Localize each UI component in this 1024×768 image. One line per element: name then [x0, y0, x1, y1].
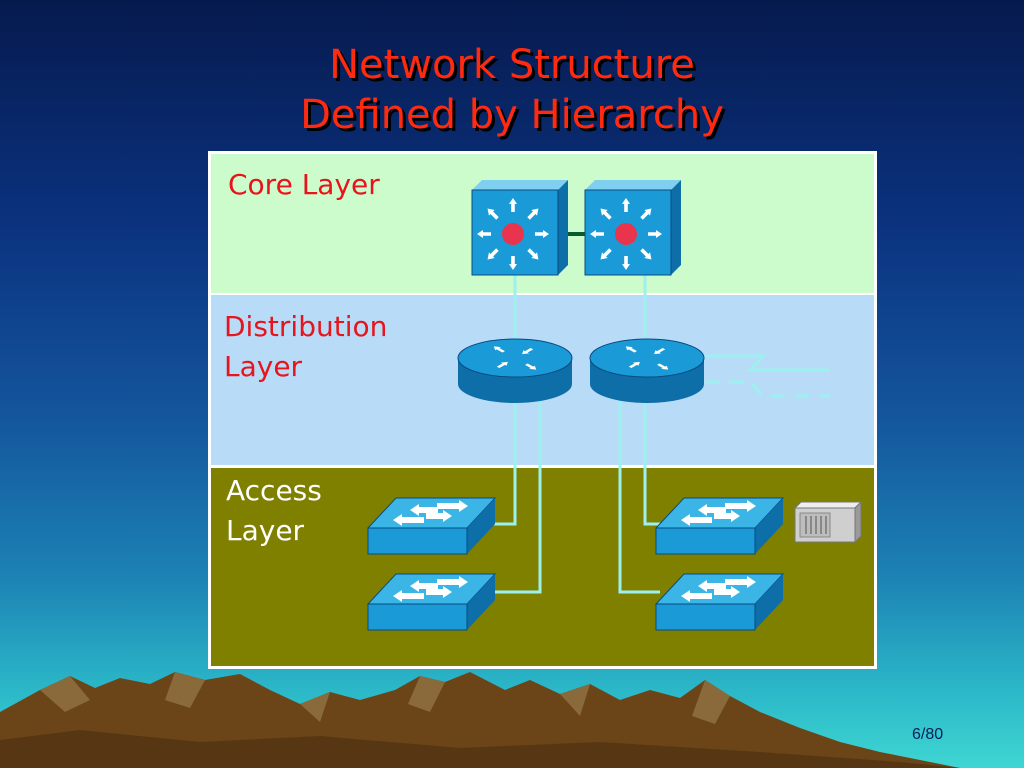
slide-title-line-1: Network Structure — [329, 42, 695, 88]
access-layer-label: Access Layer — [226, 471, 322, 551]
access-switch-3-icon — [654, 497, 785, 555]
page-number: 6/80 — [912, 726, 944, 743]
server-icon — [793, 500, 863, 544]
access-switch-1-icon — [366, 497, 497, 555]
core-layer-label: Core Layer — [228, 165, 380, 205]
access-switch-2-icon — [366, 573, 497, 631]
access-label-line-1: Access — [226, 474, 322, 507]
core-switch-1-icon — [471, 180, 568, 276]
network-links — [492, 232, 830, 594]
distribution-layer-label: Distribution Layer — [224, 307, 387, 387]
distribution-router-2-icon — [589, 338, 705, 403]
core-switch-2-icon — [584, 180, 681, 276]
slide-title-line-2: Defined by Hierarchy — [300, 92, 724, 138]
distribution-label-line-2: Layer — [224, 350, 303, 383]
slide-title: Network Structure Defined by Hierarchy — [0, 40, 1024, 140]
core-layer-label-text: Core Layer — [228, 168, 380, 201]
distribution-router-1-icon — [457, 338, 573, 403]
access-label-line-2: Layer — [226, 514, 305, 547]
mountain-range — [0, 672, 960, 768]
distribution-label-line-1: Distribution — [224, 310, 388, 343]
access-switch-4-icon — [654, 573, 785, 631]
